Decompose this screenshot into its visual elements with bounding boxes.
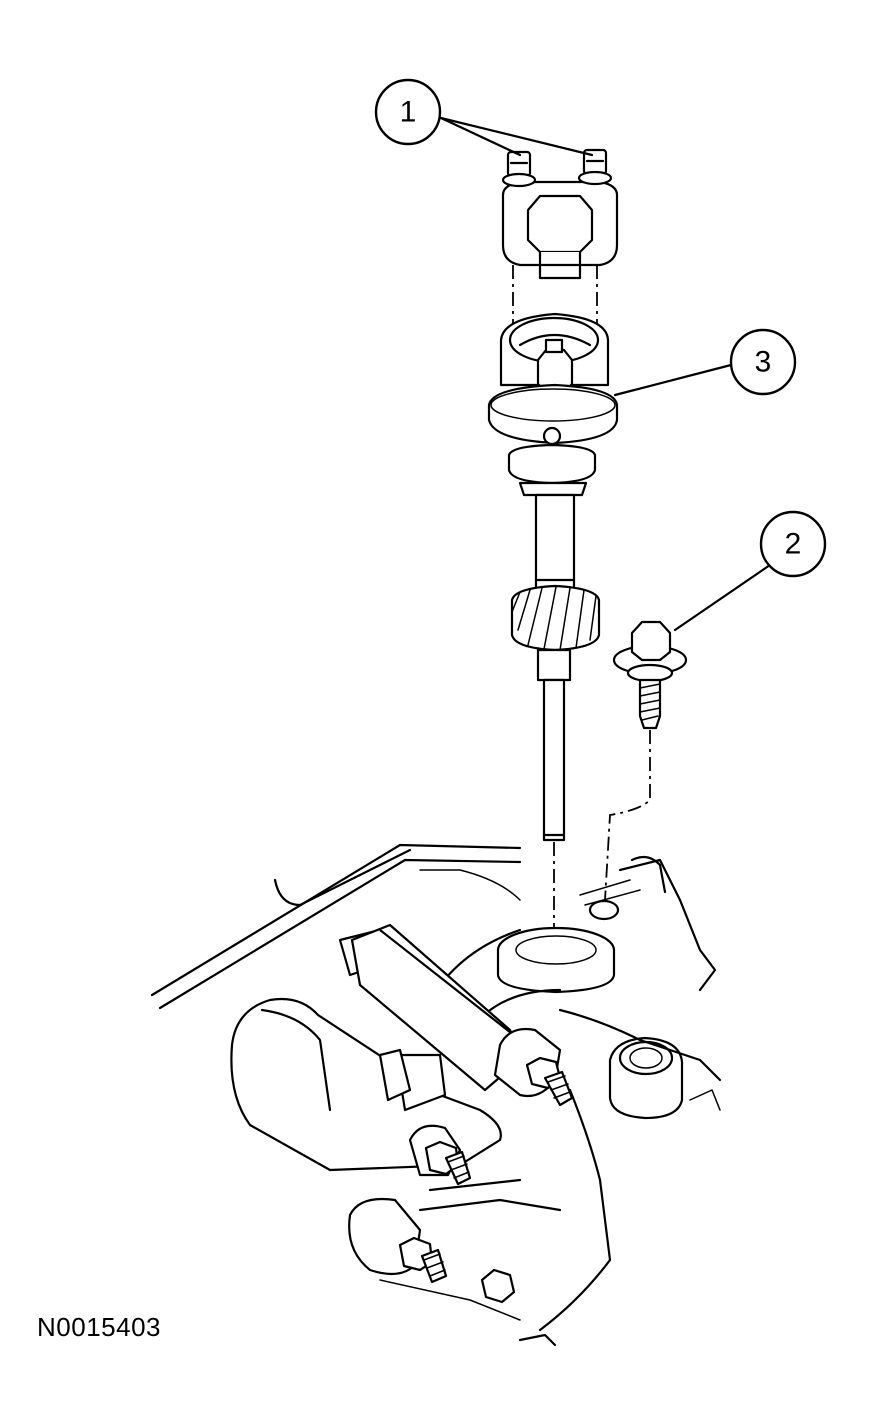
leader-line — [613, 363, 733, 397]
callout-3: 3 — [613, 328, 797, 397]
leader-line — [439, 116, 522, 157]
case-actuator-upper — [338, 923, 574, 1107]
leader-line — [439, 116, 594, 157]
callout-1-label: 1 — [400, 96, 417, 129]
cap-bolt-right — [577, 148, 613, 186]
callout-3-label: 3 — [755, 346, 772, 379]
case-actuator-lower — [230, 997, 502, 1186]
transmission-case — [150, 843, 722, 1347]
callout-1: 1 — [374, 78, 594, 157]
alignment-line — [604, 730, 651, 901]
callout-2: 2 — [673, 510, 827, 632]
retainer-cap — [501, 180, 619, 280]
leader-line — [673, 563, 772, 632]
gear-housing — [487, 312, 619, 497]
callout-2-label: 2 — [785, 528, 802, 561]
figure-id: N0015403 — [37, 1312, 161, 1342]
hex-flange-bolt — [612, 620, 688, 730]
case-actuator-bottom — [348, 1178, 562, 1321]
driven-gear-shaft — [510, 493, 601, 842]
cap-bolt-left — [501, 150, 537, 188]
